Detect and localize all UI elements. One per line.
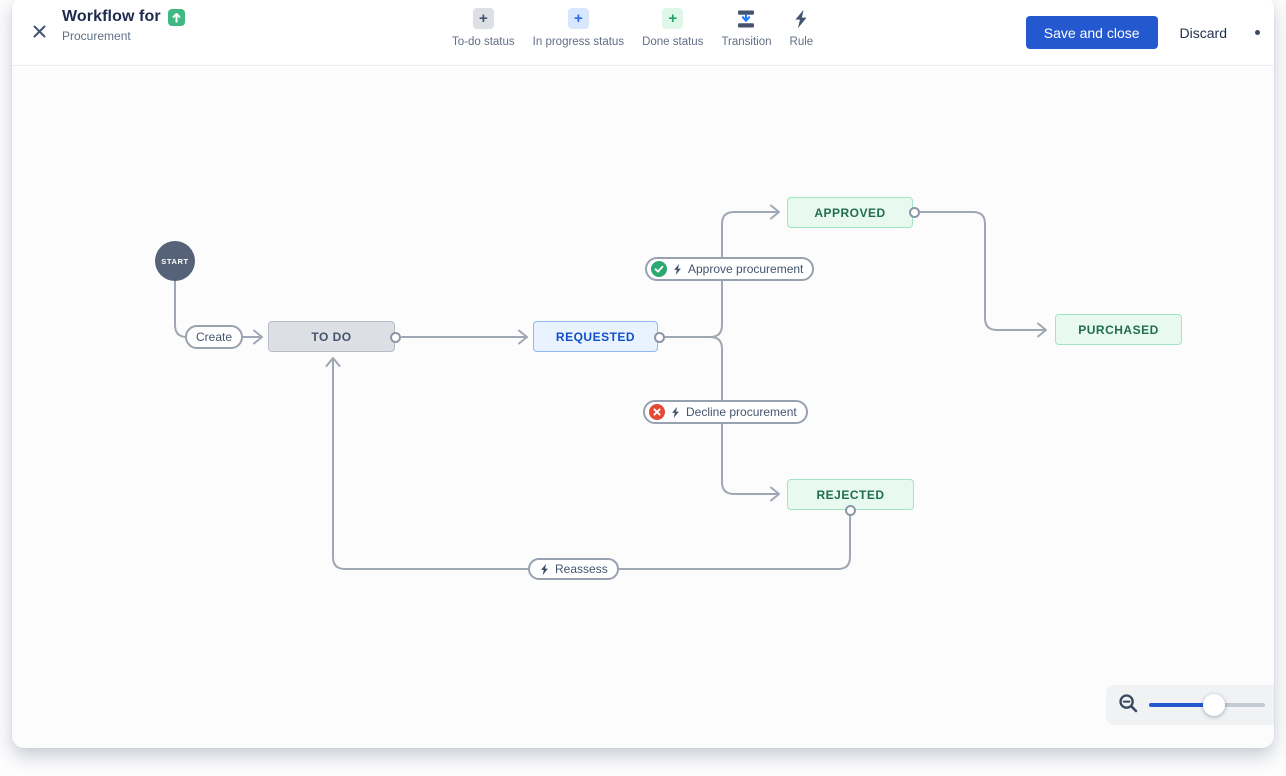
transition-icon bbox=[736, 8, 757, 29]
rule-lightning-icon bbox=[672, 263, 683, 276]
tool-label: Done status bbox=[642, 36, 704, 48]
status-node-approved[interactable]: APPROVED bbox=[787, 197, 913, 228]
transition-decline-procurement[interactable]: Decline procurement bbox=[643, 400, 808, 424]
tool-label: To-do status bbox=[452, 36, 515, 48]
close-button[interactable] bbox=[26, 20, 52, 46]
add-transition-button[interactable]: Transition bbox=[721, 8, 772, 48]
transition-create[interactable]: Create bbox=[185, 325, 244, 349]
transition-label: Reassess bbox=[555, 562, 608, 576]
port-todo-right[interactable] bbox=[390, 331, 401, 343]
issue-type-icon bbox=[167, 8, 185, 26]
editor-header: Workflow for Procurement + To-do status … bbox=[12, 0, 1274, 66]
unsaved-indicator-dot bbox=[1255, 30, 1260, 35]
add-rule-button[interactable]: Rule bbox=[789, 8, 814, 48]
zoom-slider[interactable] bbox=[1149, 694, 1265, 716]
status-node-requested[interactable]: REQUESTED bbox=[533, 321, 658, 352]
plus-blue-icon: + bbox=[567, 8, 589, 29]
title-block: Workflow for Procurement bbox=[62, 8, 185, 43]
status-node-purchased[interactable]: PURCHASED bbox=[1055, 314, 1182, 345]
transition-label: Create bbox=[196, 330, 233, 344]
rule-lightning-icon bbox=[670, 406, 681, 419]
status-node-todo[interactable]: TO DO bbox=[268, 321, 395, 352]
header-actions: Save and close Discard bbox=[1025, 16, 1260, 49]
add-done-status-button[interactable]: + Done status bbox=[642, 8, 703, 48]
port-requested-right[interactable] bbox=[653, 331, 665, 343]
workflow-editor-window: Workflow for Procurement + To-do status … bbox=[12, 0, 1274, 748]
tool-label: Rule bbox=[789, 36, 814, 48]
cross-circle-icon bbox=[649, 404, 665, 420]
plus-gray-icon: + bbox=[472, 8, 494, 29]
zoom-slider-fill bbox=[1149, 703, 1214, 707]
magnifier-minus-icon bbox=[1118, 693, 1139, 717]
edge-layer bbox=[174, 204, 1047, 570]
start-node[interactable]: START bbox=[155, 241, 195, 281]
transition-reassess[interactable]: Reassess bbox=[528, 558, 619, 580]
workflow-canvas[interactable]: START TO DO REQUESTED APPROVED PURCHASED… bbox=[12, 67, 1274, 748]
transition-approve-procurement[interactable]: Approve procurement bbox=[645, 257, 815, 281]
port-rejected-bottom[interactable] bbox=[844, 504, 856, 516]
transition-label: Decline procurement bbox=[686, 405, 797, 419]
check-circle-icon bbox=[651, 261, 667, 277]
zoom-out-button[interactable] bbox=[1118, 693, 1139, 717]
discard-button[interactable]: Discard bbox=[1172, 25, 1235, 41]
tool-label: In progress status bbox=[532, 36, 625, 48]
add-todo-status-button[interactable]: + To-do status bbox=[452, 8, 515, 48]
tool-label: Transition bbox=[721, 36, 772, 48]
close-icon bbox=[32, 24, 47, 42]
rule-lightning-icon bbox=[539, 563, 550, 576]
transition-label: Approve procurement bbox=[688, 262, 804, 276]
port-approved-right[interactable] bbox=[908, 206, 920, 218]
editor-toolbar: + To-do status + In progress status + Do… bbox=[452, 8, 813, 48]
rule-lightning-icon bbox=[791, 8, 812, 29]
page-title: Workflow for bbox=[62, 8, 161, 25]
save-and-close-button[interactable]: Save and close bbox=[1025, 16, 1158, 49]
workflow-subtitle: Procurement bbox=[62, 29, 131, 43]
plus-green-icon: + bbox=[662, 8, 684, 29]
zoom-slider-thumb[interactable] bbox=[1203, 694, 1225, 716]
add-inprogress-status-button[interactable]: + In progress status bbox=[533, 8, 624, 48]
zoom-control bbox=[1106, 685, 1274, 725]
